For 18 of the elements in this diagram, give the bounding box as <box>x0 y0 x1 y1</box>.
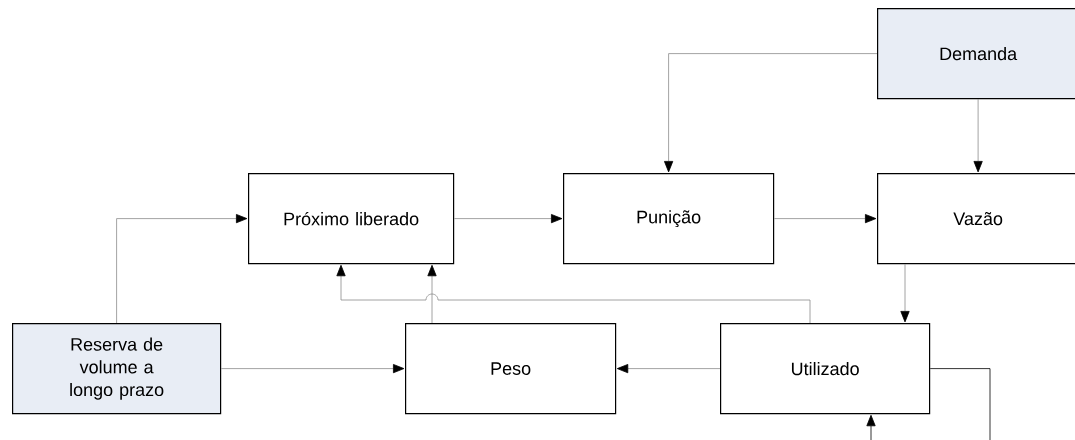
arrow <box>220 364 405 374</box>
process-box: Reserva de volume a longo prazo <box>12 323 222 415</box>
process-box: Punição <box>563 173 775 265</box>
arrow <box>336 264 811 324</box>
process-box: Vazão <box>877 173 1075 265</box>
process-box: Demanda <box>877 8 1075 100</box>
process-box: Peso <box>405 323 617 415</box>
arrow <box>973 98 983 173</box>
arrow <box>427 264 437 324</box>
process-box: Utilizado <box>720 323 931 415</box>
arrow <box>664 53 878 173</box>
arrow <box>616 364 721 374</box>
arrow <box>773 214 877 224</box>
arrow <box>866 414 876 440</box>
arrow <box>453 214 563 224</box>
process-box: Próximo liberado <box>248 173 455 265</box>
arrow <box>900 263 910 323</box>
arrow <box>116 214 248 324</box>
